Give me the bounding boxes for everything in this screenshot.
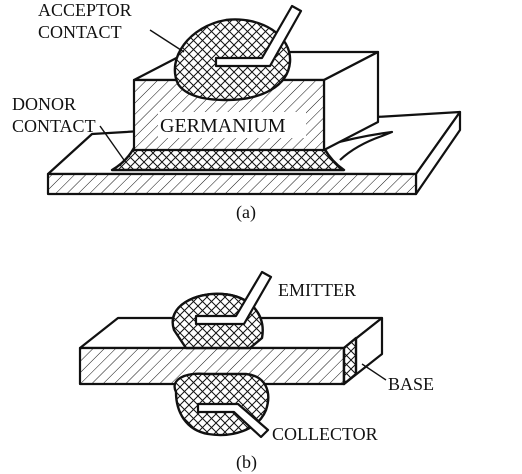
figure-a: ACCEPTOR CONTACT DONOR CONTACT GERMANIUM… [12,0,462,223]
base-end-contact [342,336,358,386]
donor-label-line2: CONTACT [12,116,96,136]
plate-front-face [46,172,418,196]
germanium-label: GERMANIUM [160,115,286,137]
caption-a: (a) [236,202,256,223]
acceptor-lead-wire [214,4,303,68]
donor-leader-line [99,125,125,161]
emitter-lead-wire [194,270,273,326]
block-fillet-right [323,130,394,161]
collector-lead-wire [196,402,270,439]
acceptor-label-line1: ACCEPTOR [38,0,132,20]
figure-b: EMITTER BASE COLLECTOR (b) [78,270,434,473]
acceptor-leader-line [149,29,185,53]
germanium-label-bg [158,112,306,138]
caption-b: (b) [236,452,257,473]
collector-label: COLLECTOR [272,424,378,444]
donor-contact-fillet [110,146,346,172]
acceptor-label-line2: CONTACT [38,22,122,42]
base-label: BASE [388,374,434,394]
base-leader-line [361,363,387,381]
donor-label-line1: DONOR [12,94,76,114]
emitter-label: EMITTER [278,280,356,300]
